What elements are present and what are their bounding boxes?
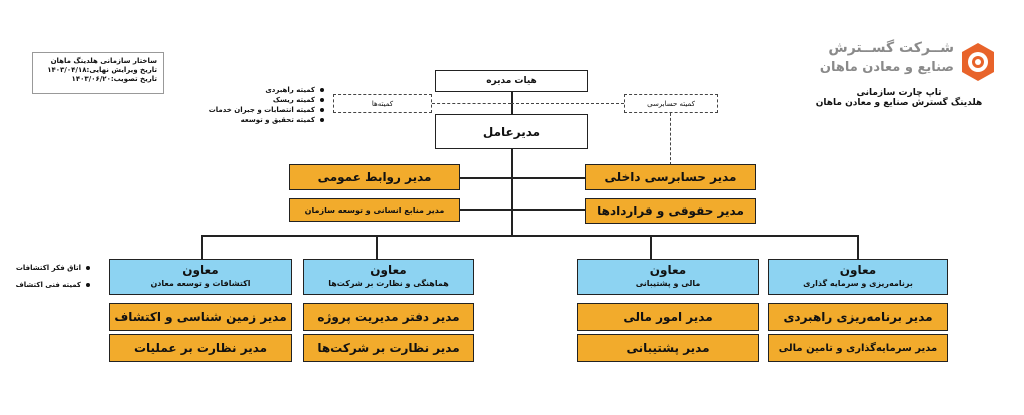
deputy-subtitle-coordination: هماهنگی و نظارت بر شرکت‌ها — [328, 279, 449, 288]
info-structure-title: ساختار سازمانی هلدینگ ماهان — [50, 57, 157, 65]
deputy-box-exploration: معاون اکتشافات و توسعه معادن — [109, 259, 292, 295]
deputy-title-exploration: معاون — [182, 263, 219, 277]
manager-box-geology: مدیر زمین شناسی و اکتشاف — [109, 303, 292, 331]
exploration-technical-committee: کمیته فنی اکتشاف — [16, 281, 90, 289]
staff-box-public-relations: مدیر روابط عمومی — [289, 164, 460, 190]
manager-box-pmo: مدیر دفتر مدیریت پروژه — [303, 303, 474, 331]
staff-left-connector-1 — [460, 177, 511, 179]
board-label: هیات مدیره — [486, 76, 537, 86]
deputy-title-planning: معاون — [839, 263, 877, 277]
ceo-label: مدیرعامل — [482, 124, 541, 139]
manager-box-companies-supervision: مدیر نظارت بر شرکت‌ها — [303, 334, 474, 362]
main-trunk-line — [511, 149, 513, 235]
deputy-box-coordination: معاون هماهنگی و نظارت بر شرکت‌ها — [303, 259, 474, 295]
info-approval-date: تاریخ تصویب:۱۴۰۳/۰۶/۲۰ — [71, 75, 157, 83]
committee-item-appointments: کمیته انتصابات و جبران خدمات — [209, 106, 324, 114]
manager-label-geology: مدیر زمین شناسی و اکتشاف — [114, 310, 287, 324]
manager-label-strategic-planning: مدیر برنامه‌ریزی راهبردی — [783, 310, 933, 324]
staff-label-human-resources: مدیر منابع انسانی و توسعه سازمان — [304, 205, 445, 215]
deputies-bus-line — [201, 235, 857, 237]
exploration-thinktank: اتاق فکر اکتشافات — [16, 264, 90, 272]
board-of-directors-box: هیات مدیره — [435, 70, 588, 92]
chart-title: تاپ چارت سازمانی هلدینگ گسترش صنایع و مع… — [800, 88, 998, 108]
manager-box-investment: مدیر سرمایه‌گذاری و تامین مالی — [768, 334, 948, 362]
staff-box-legal: مدیر حقوقی و قراردادها — [585, 198, 756, 224]
committee-item-rnd: کمیته تحقیق و توسعه — [241, 116, 324, 124]
staff-left-connector-2 — [460, 209, 511, 211]
audit-committee-box: کمیته حسابرسی — [624, 94, 718, 113]
manager-box-finance: مدیر امور مالی — [577, 303, 759, 331]
committee-item-risk: کمیته ریسک — [273, 96, 324, 104]
staff-label-internal-audit: مدیر حسابرسی داخلی — [604, 170, 737, 184]
manager-label-finance: مدیر امور مالی — [623, 310, 713, 324]
logo-text-line2: صنایع و معادن ماهان — [819, 60, 954, 75]
committees-connector — [432, 103, 511, 104]
committees-box: کمیته‌ها — [333, 94, 432, 113]
staff-right-connector-1 — [511, 177, 585, 179]
staff-box-internal-audit: مدیر حسابرسی داخلی — [585, 164, 756, 190]
staff-label-legal: مدیر حقوقی و قراردادها — [597, 204, 744, 218]
staff-box-human-resources: مدیر منابع انسانی و توسعه سازمان — [289, 198, 460, 222]
manager-label-investment: مدیر سرمایه‌گذاری و تامین مالی — [778, 342, 938, 354]
deputy-subtitle-finance: مالی و پشتیبانی — [635, 279, 701, 288]
deputy-drop-1 — [201, 235, 203, 259]
committee-item-strategic: کمیته راهبردی — [265, 86, 324, 94]
manager-box-operations: مدیر نظارت بر عملیات — [109, 334, 292, 362]
document-info-box: ساختار سازمانی هلدینگ ماهان تاریخ ویرایش… — [32, 52, 164, 94]
audit-committee-label: کمیته حسابرسی — [647, 99, 695, 108]
logo-emblem-icon — [962, 43, 994, 81]
audit-committee-to-audit-line — [670, 113, 671, 165]
deputy-drop-2 — [376, 235, 378, 259]
chart-title-line2: هلدینگ گسترش صنایع و معادن ماهان — [815, 98, 983, 108]
manager-label-companies-supervision: مدیر نظارت بر شرکت‌ها — [317, 341, 460, 355]
deputy-subtitle-planning: برنامه‌ریزی و سرمایه گذاری — [803, 279, 913, 288]
staff-label-public-relations: مدیر روابط عمومی — [317, 170, 432, 184]
manager-label-support: مدیر پشتیبانی — [626, 341, 710, 355]
audit-committee-connector — [511, 103, 624, 104]
manager-box-strategic-planning: مدیر برنامه‌ریزی راهبردی — [768, 303, 948, 331]
info-revision-date: تاریخ ویرایش نهایی:۱۴۰۳/۰۴/۱۸ — [47, 66, 157, 74]
deputy-drop-4 — [857, 235, 859, 259]
deputy-box-finance: معاون مالی و پشتیبانی — [577, 259, 759, 295]
staff-right-connector-2 — [511, 209, 585, 211]
deputy-title-coordination: معاون — [370, 263, 407, 277]
chart-title-line1: تاپ چارت سازمانی — [856, 88, 942, 98]
deputy-title-finance: معاون — [649, 263, 687, 277]
deputy-drop-3 — [650, 235, 652, 259]
committees-label: کمیته‌ها — [371, 99, 394, 108]
manager-box-support: مدیر پشتیبانی — [577, 334, 759, 362]
manager-label-operations: مدیر نظارت بر عملیات — [133, 341, 268, 355]
manager-label-pmo: مدیر دفتر مدیریت پروژه — [317, 310, 460, 324]
logo-text-line1: شــرکت گســترش — [828, 40, 954, 56]
deputy-subtitle-exploration: اکتشافات و توسعه معادن — [150, 279, 251, 288]
deputy-box-planning: معاون برنامه‌ریزی و سرمایه گذاری — [768, 259, 948, 295]
ceo-box: مدیرعامل — [435, 114, 588, 149]
company-logo: شــرکت گســترش صنایع و معادن ماهان — [820, 40, 998, 86]
